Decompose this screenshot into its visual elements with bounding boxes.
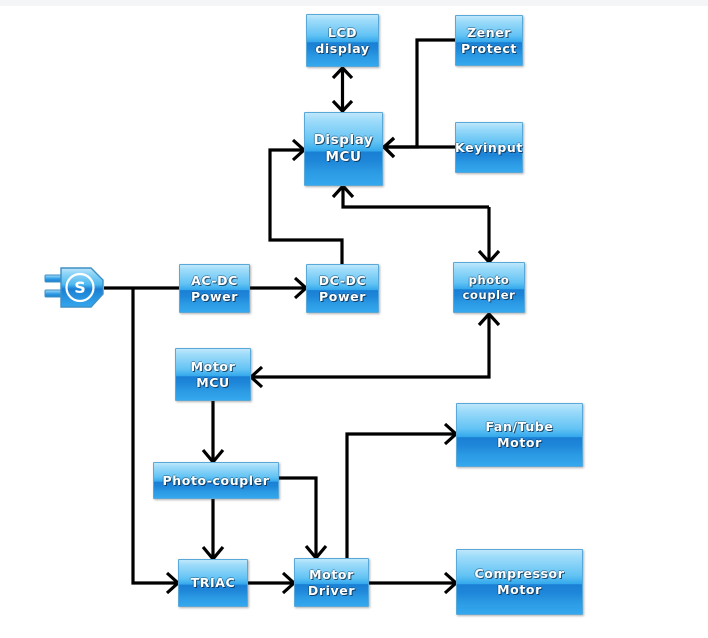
- node-label-line: TRIAC: [190, 575, 236, 590]
- node-photo-coupler-2[interactable]: Photo-coupler: [153, 462, 279, 499]
- node-label-line: Compressor: [474, 566, 565, 581]
- connector-motordriver-fantube: [345, 422, 459, 558]
- connector-keyinput-displaymcu: [381, 136, 455, 159]
- connector-photocoupler-displaymcu: [331, 183, 489, 209]
- node-label-line: display: [315, 40, 370, 56]
- plug-prong-top: [44, 274, 63, 283]
- node-label-line: Keyinput: [455, 139, 523, 155]
- connector-displaymcu-photocoupler: [477, 207, 501, 265]
- node-label-line: Protect: [461, 40, 517, 56]
- node-label-line: coupler: [462, 287, 516, 302]
- node-label-line: Motor: [190, 358, 236, 374]
- connector-photocoupler2-motordriver: [279, 476, 328, 561]
- connector-acdc-dcdc: [250, 276, 309, 300]
- node-label-line: Fan/Tube: [485, 419, 554, 434]
- node-label-line: DC-DC: [318, 272, 367, 288]
- connector-photocoupler2-triac: [201, 499, 225, 562]
- plug-letter-s: S: [74, 278, 86, 297]
- node-label-line: Power: [191, 288, 238, 304]
- node-label-line: Motor: [497, 435, 542, 450]
- node-label-line: Zener: [466, 24, 512, 40]
- connector-lcd-displaymcu: [331, 65, 354, 114]
- connector-photocoupler-motormcu: [248, 311, 501, 389]
- connector-triac-motordriver: [248, 571, 297, 595]
- node-triac[interactable]: TRIAC: [178, 559, 248, 607]
- node-label-line: Display: [313, 131, 374, 148]
- connector-zener-displaymcu: [381, 38, 455, 159]
- connector-plug-triac: [131, 288, 181, 595]
- node-label-line: Power: [319, 288, 366, 304]
- node-label-line: MCU: [325, 149, 362, 165]
- plug-prong-bottom: [44, 289, 63, 298]
- node-label-line: Photo-coupler: [162, 472, 270, 488]
- plug-ring: [65, 272, 95, 303]
- top-edge-strip: [0, 0, 708, 6]
- node-label-line: photo: [468, 272, 510, 287]
- connector-motormcu-photocoupler2: [201, 401, 225, 465]
- node-label-line: LCD: [327, 24, 358, 40]
- node-label-line: AC-DC: [191, 272, 238, 288]
- node-label-line: Motor: [309, 566, 354, 582]
- connector-motordriver-compressor: [369, 571, 459, 595]
- node-label-line: Motor: [497, 582, 542, 597]
- node-label-line: MCU: [196, 374, 230, 390]
- node-keyinput[interactable]: Keyinput: [455, 122, 523, 173]
- power-plug-icon: S: [44, 258, 106, 318]
- node-label-line: Driver: [307, 582, 356, 598]
